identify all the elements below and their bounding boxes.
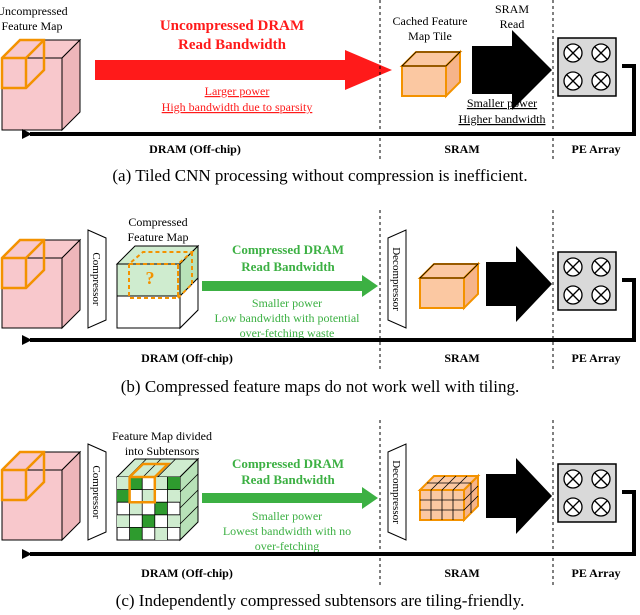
decompressor-label: Decompressor <box>390 247 402 311</box>
dram-read-note: Smaller power <box>252 509 322 523</box>
dram-read-note: Low bandwidth with potential <box>215 311 361 325</box>
sram-read-label: SRAM <box>495 2 529 16</box>
dram-read-label: Compressed DRAM <box>232 456 344 471</box>
panel-b: Compressor Compressed Feature Map ? Comp… <box>0 210 636 396</box>
write-back-path <box>22 278 636 345</box>
dram-read-label: Read Bandwidth <box>241 259 335 274</box>
sram-read-arrow <box>472 30 552 110</box>
tile-label: Cached Feature <box>393 14 468 28</box>
write-back-path <box>22 64 636 139</box>
uncompressed-cube <box>0 38 82 132</box>
pe-array <box>557 463 617 523</box>
dram-read-label: Uncompressed DRAM <box>160 18 304 34</box>
dram-read-label: Compressed DRAM <box>232 242 344 257</box>
feature-map-label: Feature Map divided <box>112 429 212 443</box>
compressed-cube <box>115 244 200 330</box>
dram-read-note: Lowest bandwidth with no <box>223 524 351 538</box>
compressor-block <box>87 229 107 329</box>
compressor-block <box>87 443 107 541</box>
cached-tile <box>417 261 481 311</box>
cached-tile <box>417 473 481 523</box>
write-back-path <box>22 490 636 559</box>
pe-array-label: PE Array <box>572 566 621 580</box>
subtensor-grid <box>117 477 180 540</box>
uncompressed-cube <box>0 450 82 542</box>
decompressor-label: Decompressor <box>390 460 402 524</box>
dram-read-label: Read Bandwidth <box>241 472 335 487</box>
dram-read-note: over-fetching <box>255 539 319 553</box>
pe-array <box>557 37 617 97</box>
compressor-label: Compressor <box>90 465 102 519</box>
panel-c: Compressor Feature Map divided into Subt… <box>0 420 636 610</box>
caption: (a) Tiled CNN processing without compres… <box>112 166 527 185</box>
feature-map-label: into Subtensors <box>125 444 200 458</box>
dram-label: DRAM (Off-chip) <box>141 566 233 580</box>
dram-label: DRAM (Off-chip) <box>141 351 233 365</box>
sram-label: SRAM <box>444 566 479 580</box>
sram-read-label: Read <box>500 17 525 31</box>
pe-array-label: PE Array <box>572 142 621 156</box>
feature-map-label: Feature Map <box>2 19 63 33</box>
pe-array-label: PE Array <box>572 351 621 365</box>
question-mark: ? <box>146 268 155 288</box>
cached-tile <box>399 49 463 99</box>
dram-read-note: Larger power <box>205 84 270 98</box>
sram-label: SRAM <box>444 351 479 365</box>
sram-label: SRAM <box>444 142 479 156</box>
feature-map-label: Compressed <box>128 215 187 229</box>
sram-read-note: Smaller power <box>467 96 537 110</box>
caption: (c) Independently compressed subtensors … <box>116 591 525 610</box>
dram-read-note: over-fetching waste <box>240 326 335 340</box>
dram-read-arrow <box>95 50 392 90</box>
uncompressed-cube <box>0 238 82 330</box>
panel-a: Uncompressed Feature Map Uncompressed DR… <box>0 0 636 185</box>
dram-label: DRAM (Off-chip) <box>149 142 241 156</box>
tile-label: Map Tile <box>408 29 452 43</box>
sram-read-arrow <box>486 458 552 534</box>
sram-read-note: Higher bandwidth <box>459 112 546 126</box>
caption: (b) Compressed feature maps do not work … <box>121 377 519 396</box>
dram-read-label: Read Bandwidth <box>178 37 287 53</box>
dram-read-note: Smaller power <box>252 296 322 310</box>
dram-read-note: High bandwidth due to sparsity <box>162 100 313 114</box>
feature-map-label: Uncompressed <box>0 4 68 18</box>
dram-read-arrow <box>202 275 378 297</box>
decompressor-block <box>387 229 407 329</box>
sram-read-arrow <box>486 246 552 322</box>
feature-map-label: Feature Map <box>128 230 189 244</box>
compressor-label: Compressor <box>90 252 102 306</box>
dram-read-arrow <box>202 487 378 509</box>
decompressor-block <box>387 443 407 541</box>
pe-array <box>557 251 617 311</box>
subtensor-cube <box>115 457 200 542</box>
